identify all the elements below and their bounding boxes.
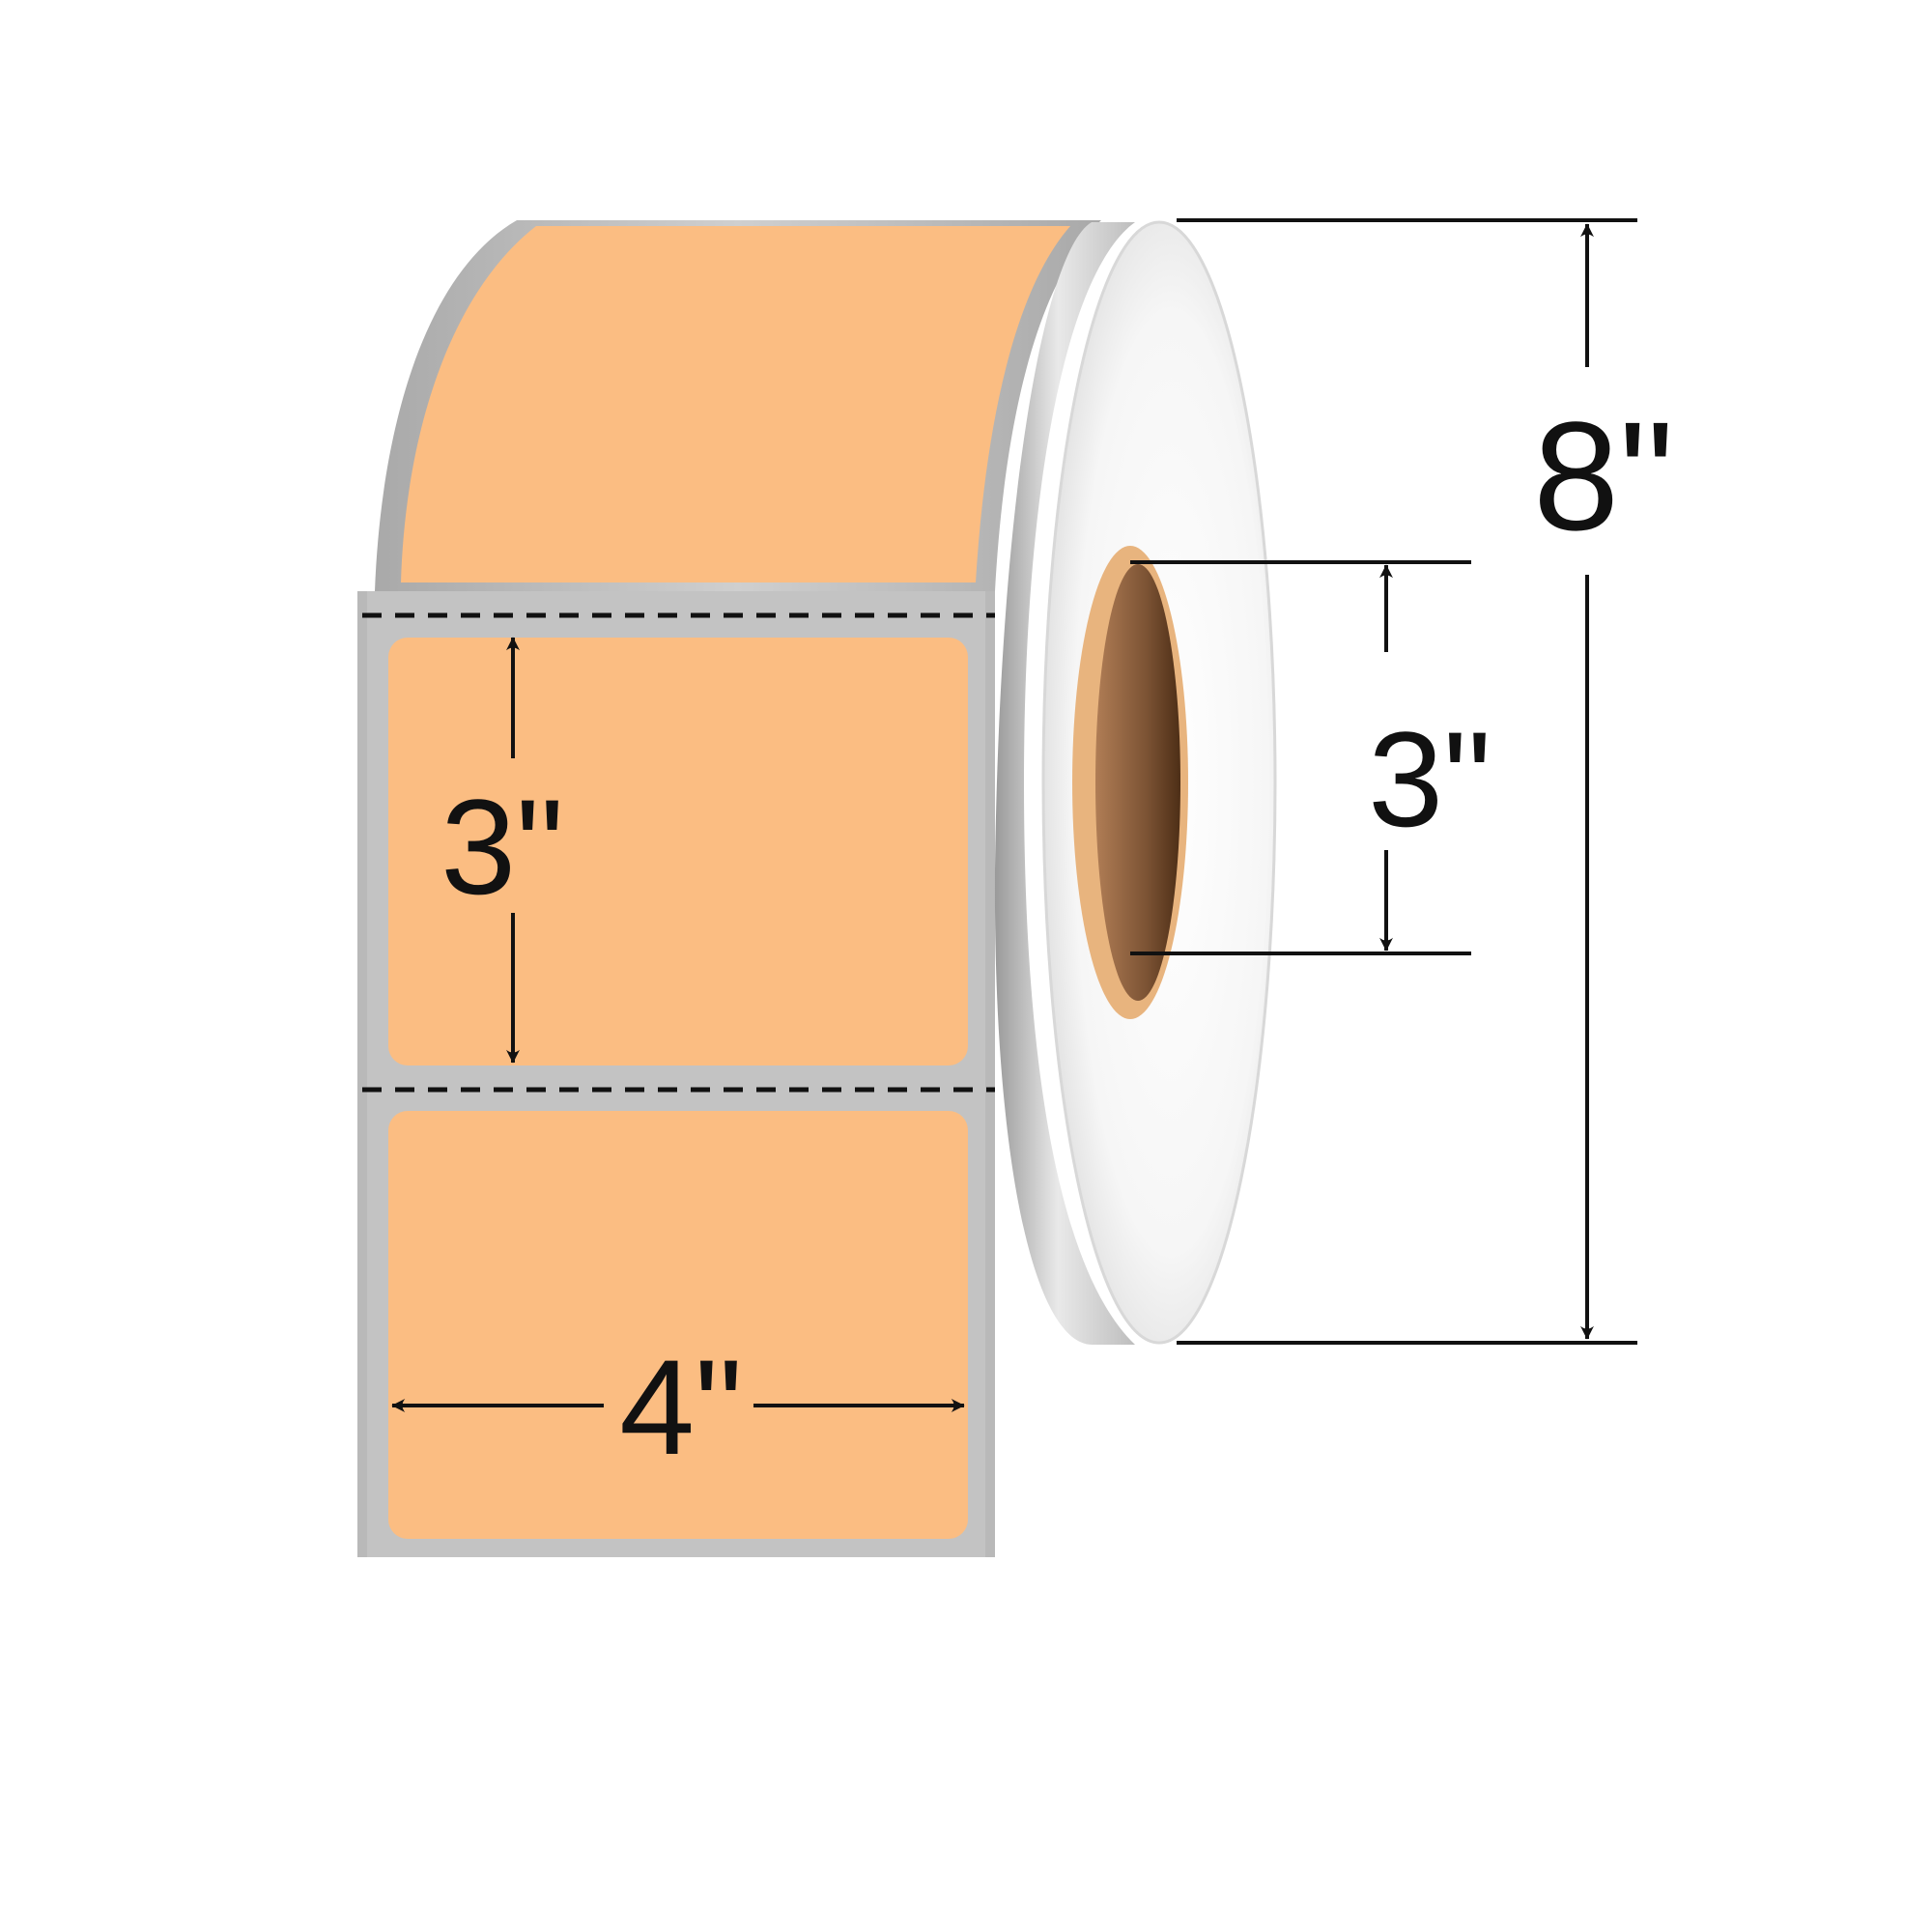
roll-top-label <box>401 226 1070 582</box>
label-width-value: 4" <box>619 1331 743 1483</box>
label-2 <box>388 1111 968 1539</box>
label-1 <box>388 638 968 1065</box>
roll-side <box>994 220 1277 1345</box>
dimension-roll-diameter: 8" <box>1177 218 1674 1345</box>
dimension-core-diameter: 3" <box>1130 560 1492 955</box>
core-diameter-value: 3" <box>1368 703 1492 855</box>
roll-diameter-value: 8" <box>1533 389 1674 562</box>
dimension-label-height: 3" <box>440 637 564 1064</box>
dimension-label-width: 4" <box>391 1331 965 1483</box>
roll-rim <box>994 222 1135 1345</box>
core-inner <box>1095 564 1180 1001</box>
label-height-value: 3" <box>440 771 564 923</box>
